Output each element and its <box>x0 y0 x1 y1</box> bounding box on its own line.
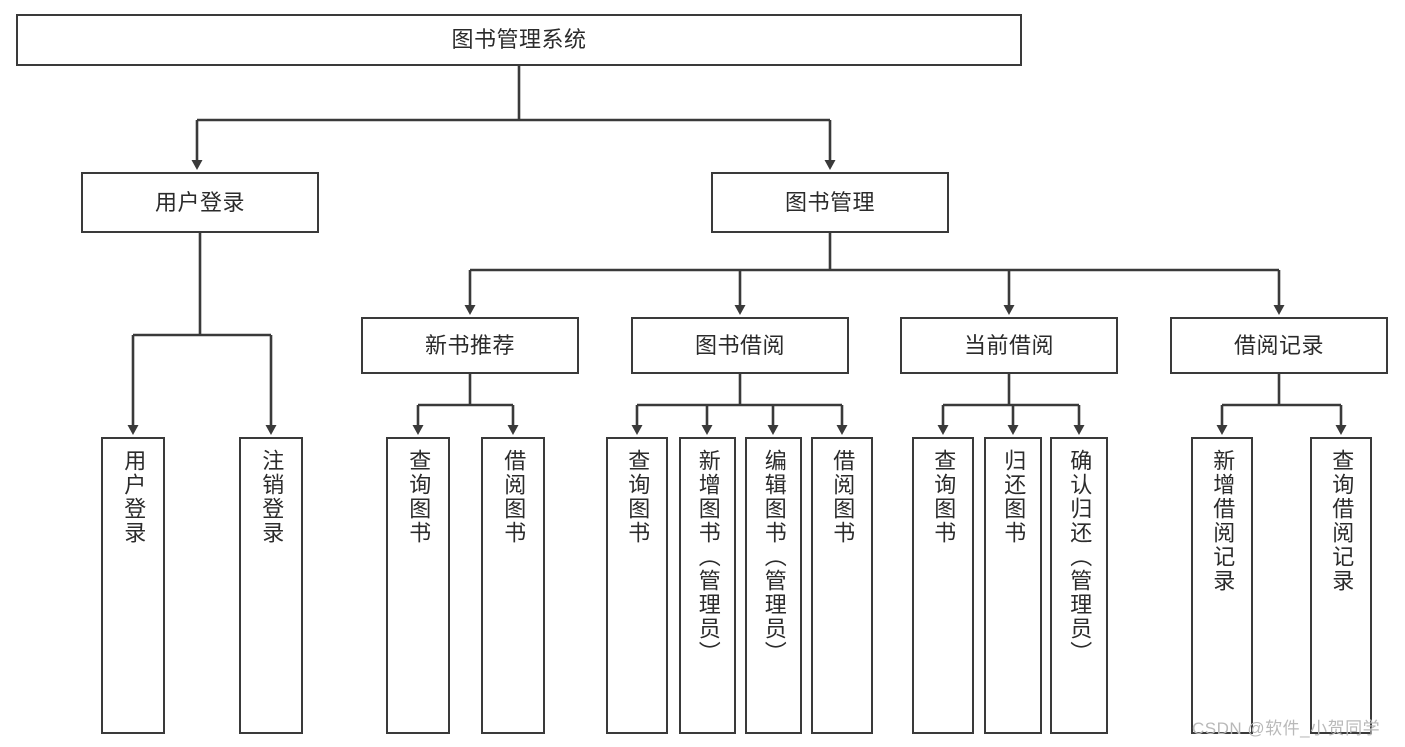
leaf-add-borrow-record[interactable]: 新增借阅记录 <box>1191 437 1253 734</box>
node-borrow-record-label: 借阅记录 <box>1233 332 1324 358</box>
leaf-borrow-book-recommend-label: 借阅图书 <box>501 449 527 545</box>
node-current-borrow-label: 当前借阅 <box>963 332 1054 358</box>
node-root-label: 图书管理系统 <box>451 27 587 53</box>
node-user-login[interactable]: 用户登录 <box>81 172 319 233</box>
leaf-edit-book-admin-label: 编辑图书（管理员） <box>761 449 787 665</box>
leaf-logout-login-label: 注销登录 <box>259 449 285 545</box>
node-current-borrow[interactable]: 当前借阅 <box>900 317 1118 374</box>
leaf-query-book-recommend[interactable]: 查询图书 <box>386 437 450 734</box>
leaf-query-book-recommend-label: 查询图书 <box>406 449 432 545</box>
node-borrow-record[interactable]: 借阅记录 <box>1170 317 1388 374</box>
leaf-add-borrow-record-label: 新增借阅记录 <box>1210 449 1236 593</box>
node-book-borrow-label: 图书借阅 <box>694 332 785 358</box>
leaf-logout-login[interactable]: 注销登录 <box>239 437 303 734</box>
leaf-query-book-borrow[interactable]: 查询图书 <box>606 437 668 734</box>
node-book-management-label: 图书管理 <box>784 189 875 215</box>
leaf-user-login[interactable]: 用户登录 <box>101 437 165 734</box>
leaf-query-book-current[interactable]: 查询图书 <box>912 437 974 734</box>
leaf-query-borrow-record[interactable]: 查询借阅记录 <box>1310 437 1372 734</box>
leaf-confirm-return-admin[interactable]: 确认归还（管理员） <box>1050 437 1108 734</box>
leaf-borrow-book-recommend[interactable]: 借阅图书 <box>481 437 545 734</box>
csdn-watermark: CSDN @软件_小贺同学 <box>1192 719 1381 738</box>
leaf-edit-book-admin[interactable]: 编辑图书（管理员） <box>745 437 802 734</box>
node-book-management[interactable]: 图书管理 <box>711 172 949 233</box>
leaf-query-book-borrow-label: 查询图书 <box>625 449 651 545</box>
leaf-query-book-current-label: 查询图书 <box>931 449 957 545</box>
leaf-borrow-book[interactable]: 借阅图书 <box>811 437 873 734</box>
node-root[interactable]: 图书管理系统 <box>16 14 1022 66</box>
node-new-book-recommend[interactable]: 新书推荐 <box>361 317 579 374</box>
leaf-return-book-label: 归还图书 <box>1001 449 1027 545</box>
leaf-query-borrow-record-label: 查询借阅记录 <box>1329 449 1355 593</box>
leaf-add-book-admin-label: 新增图书（管理员） <box>695 449 721 665</box>
leaf-return-book[interactable]: 归还图书 <box>984 437 1042 734</box>
leaf-user-login-label: 用户登录 <box>121 449 147 545</box>
leaf-add-book-admin[interactable]: 新增图书（管理员） <box>679 437 736 734</box>
node-new-book-recommend-label: 新书推荐 <box>424 332 515 358</box>
node-user-login-label: 用户登录 <box>154 189 245 215</box>
node-book-borrow[interactable]: 图书借阅 <box>631 317 849 374</box>
leaf-borrow-book-label: 借阅图书 <box>830 449 856 545</box>
leaf-confirm-return-admin-label: 确认归还（管理员） <box>1067 449 1093 665</box>
